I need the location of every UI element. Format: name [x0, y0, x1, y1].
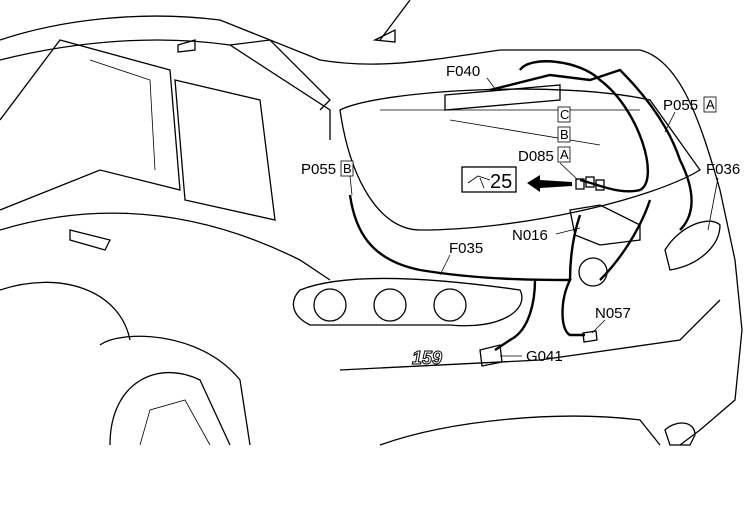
label-n057: N057: [595, 305, 631, 322]
label-g041: G041: [526, 348, 563, 365]
wiring-harness: [348, 60, 693, 351]
label-p055a: P055: [663, 97, 698, 114]
arrow-left-icon: [527, 175, 572, 192]
label-f040: F040: [446, 63, 480, 80]
reference-25: 25: [461, 166, 572, 193]
label-connector-b: B: [560, 127, 569, 142]
leader-lines: [349, 77, 719, 357]
car-body: [0, 0, 743, 446]
label-d085-suffix: A: [560, 147, 569, 162]
label-f035: F035: [449, 240, 483, 257]
label-f036: F036: [706, 161, 740, 178]
connector-d085: [575, 176, 605, 191]
car-model-badge: 159: [412, 348, 442, 368]
label-d085: D085: [518, 148, 554, 165]
label-p055a-suffix: A: [706, 97, 715, 112]
label-n016: N016: [512, 227, 548, 244]
label-p055b: P055: [301, 161, 336, 178]
label-p055b-suffix: B: [343, 161, 352, 176]
ref-25-label: 25: [490, 171, 512, 193]
label-connector-c: C: [560, 107, 569, 122]
